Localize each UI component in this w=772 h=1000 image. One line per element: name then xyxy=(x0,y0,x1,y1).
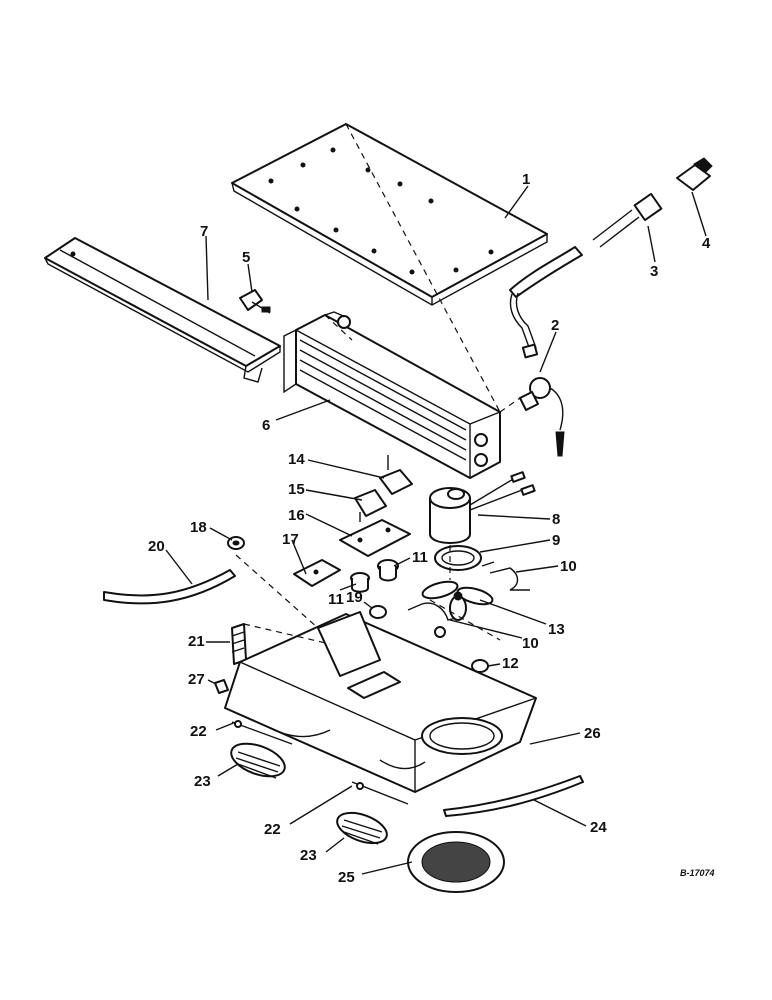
callout-21: 21 xyxy=(188,633,205,650)
callout-2: 2 xyxy=(551,317,559,334)
part-11-knob-upper xyxy=(377,559,399,582)
callout-12: 12 xyxy=(502,655,519,672)
part-1-top-cover xyxy=(231,123,548,306)
part-27-clip xyxy=(214,679,229,694)
part-16-mounting-plate xyxy=(339,519,411,557)
part-24-front-trim xyxy=(443,775,584,817)
part-21-fitting xyxy=(231,623,247,665)
callout-19: 19 xyxy=(346,589,363,606)
part-11-knob-lower xyxy=(350,572,370,593)
part-3-hose-assembly xyxy=(509,192,663,359)
callout-10a: 10 xyxy=(560,558,577,575)
part-8-blower-motor xyxy=(429,471,536,544)
part-17-bracket xyxy=(293,559,341,587)
part-10-mounting-straps xyxy=(407,561,530,638)
part-13-fan-blade xyxy=(421,580,494,621)
leader-lines xyxy=(165,185,707,875)
callout-labels: 1 2 3 4 5 6 7 8 9 10 10 11 11 12 13 14 1… xyxy=(148,171,711,886)
drawing-number: B-17074 xyxy=(680,868,715,878)
callout-17: 17 xyxy=(282,531,299,548)
callout-24: 24 xyxy=(590,819,607,836)
part-4-end-fitting xyxy=(676,157,713,191)
part-15-switch xyxy=(354,489,387,522)
callout-7: 7 xyxy=(200,223,208,240)
part-25-round-grille xyxy=(407,831,505,893)
callout-1: 1 xyxy=(522,171,530,188)
callout-18: 18 xyxy=(190,519,207,536)
part-23-louver-lower xyxy=(336,811,388,845)
callout-23b: 23 xyxy=(300,847,317,864)
callout-10b: 10 xyxy=(522,635,539,652)
part-26-housing xyxy=(224,611,537,793)
callout-3: 3 xyxy=(650,263,658,280)
callout-8: 8 xyxy=(552,511,560,528)
part-5-fitting xyxy=(239,289,271,314)
callout-14: 14 xyxy=(288,451,305,468)
callout-20: 20 xyxy=(148,538,165,555)
callout-22a: 22 xyxy=(190,723,207,740)
callout-25: 25 xyxy=(338,869,355,886)
part-7-drain-trough xyxy=(44,237,281,383)
part-6-evaporator-core xyxy=(283,311,501,479)
callout-4: 4 xyxy=(702,235,711,252)
callout-16: 16 xyxy=(288,507,305,524)
callout-6: 6 xyxy=(262,417,270,434)
callout-13: 13 xyxy=(548,621,565,638)
callout-11a: 11 xyxy=(412,549,428,566)
callout-5: 5 xyxy=(242,249,250,266)
part-23-louver-upper xyxy=(230,742,286,779)
part-19-grommet xyxy=(369,605,387,619)
callout-26: 26 xyxy=(584,725,601,742)
callout-22b: 22 xyxy=(264,821,281,838)
part-2-thermostat-switch xyxy=(519,377,565,457)
part-9-motor-ring xyxy=(434,545,482,571)
part-22-retainer-upper xyxy=(231,720,293,745)
callout-11b: 11 xyxy=(328,591,344,608)
callout-15: 15 xyxy=(288,481,305,498)
part-22-retainer-lower xyxy=(351,781,409,805)
part-20-trim-strip xyxy=(103,569,236,605)
callout-27: 27 xyxy=(188,671,205,688)
assembly-dashed-lines xyxy=(235,123,521,645)
callout-23a: 23 xyxy=(194,773,211,790)
part-14-resistor xyxy=(379,455,413,495)
callout-9: 9 xyxy=(552,532,560,549)
